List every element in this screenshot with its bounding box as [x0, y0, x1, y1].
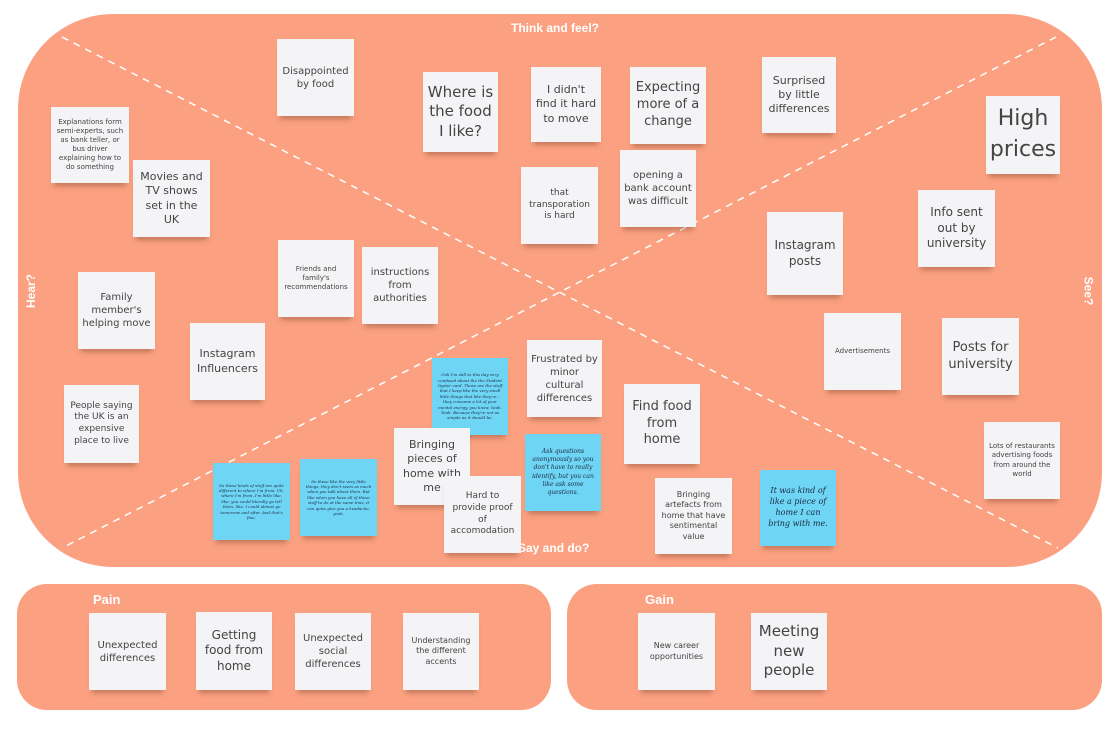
sticky-note[interactable]: Hard to provide proof of accomodation — [444, 476, 521, 553]
sticky-note[interactable]: Where is the food I like? — [423, 72, 498, 152]
pain-note[interactable]: Unexpected differences — [89, 613, 166, 690]
sticky-note[interactable]: I didn't find it hard to move — [531, 67, 601, 142]
sticky-note[interactable]: High prices — [986, 96, 1060, 174]
sticky-note[interactable]: Advertisements — [824, 313, 901, 390]
sticky-note[interactable]: that transporation is hard — [521, 167, 598, 244]
sticky-note[interactable]: Surprised by little differences — [762, 57, 836, 133]
sticky-note[interactable]: Disappointed by food — [277, 39, 354, 116]
sticky-note[interactable]: Instagram posts — [767, 212, 843, 295]
sticky-note-quote[interactable]: So these like the very little things, th… — [300, 459, 377, 536]
pain-note[interactable]: Getting food from home — [196, 612, 272, 690]
gain-note[interactable]: Meeting new people — [751, 613, 827, 690]
sticky-note[interactable]: Bringing artefacts from home that have s… — [655, 478, 732, 554]
sticky-note[interactable]: Lots of restaurants advertising foods fr… — [984, 422, 1060, 499]
sticky-note[interactable]: Family member's helping move — [78, 272, 155, 349]
sticky-note-quote[interactable]: Ooh I'm still to this day very confused … — [432, 358, 508, 435]
sticky-note[interactable]: Friends and family's recommendations — [278, 240, 354, 317]
quadrant-label-say-do: Say and do? — [518, 541, 590, 555]
sticky-note-quote[interactable]: Ask questions anonymously so you don't h… — [525, 434, 601, 511]
sticky-note-quote[interactable]: So these kinds of stuff are quite differ… — [213, 463, 290, 540]
sticky-note[interactable]: Explanations form semi-experts, such as … — [51, 107, 129, 183]
sticky-note[interactable]: Info sent out by university — [918, 190, 995, 267]
sticky-note[interactable]: Frustrated by minor cultural differences — [527, 340, 602, 417]
sticky-note[interactable]: Posts for university — [942, 318, 1019, 395]
sticky-note[interactable]: Movies and TV shows set in the UK — [133, 160, 210, 237]
divider-line — [61, 36, 1059, 549]
pain-note[interactable]: Unexpected social differences — [295, 613, 371, 690]
sticky-note[interactable]: People saying the UK is an expensive pla… — [64, 385, 139, 463]
pain-note[interactable]: Understanding the different accents — [403, 613, 479, 690]
sticky-note[interactable]: Expecting more of a change — [630, 67, 706, 144]
quadrant-label-hear: Hear? — [24, 273, 39, 309]
sticky-note[interactable]: opening a bank account was difficult — [620, 150, 696, 227]
sticky-note[interactable]: Instagram Influencers — [190, 323, 265, 400]
gain-note[interactable]: New career opportunities — [638, 613, 715, 690]
divider-line — [61, 36, 1057, 549]
quadrant-label-see: See? — [1081, 276, 1096, 306]
sticky-note[interactable]: Bringing pieces of home with me — [394, 428, 470, 505]
sticky-note[interactable]: Find food from home — [624, 384, 700, 464]
sticky-note-quote[interactable]: It was kind of like a piece of home I ca… — [760, 470, 836, 546]
sticky-note[interactable]: instructions from authorities — [362, 247, 438, 324]
quadrant-label-think-feel: Think and feel? — [511, 21, 600, 35]
gain-title: Gain — [645, 592, 674, 607]
pain-title: Pain — [93, 592, 121, 607]
